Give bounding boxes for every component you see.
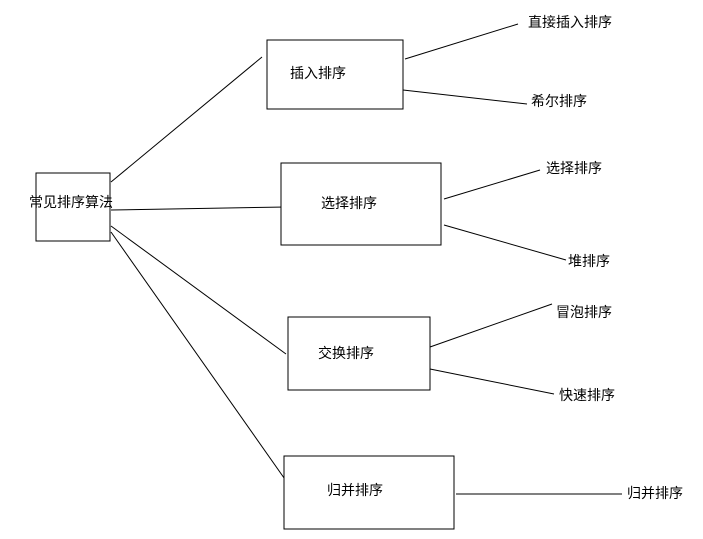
edge-root-to-category-exchange bbox=[110, 225, 287, 355]
edge-root-to-category-merge bbox=[110, 231, 290, 486]
edge-selection-to-heap bbox=[443, 224, 567, 261]
category-node-exchange bbox=[287, 316, 431, 391]
edge-exchange-to-bubble bbox=[429, 303, 553, 348]
leaf-label-bubble: 冒泡排序 bbox=[556, 305, 612, 321]
category-label-merge: 归并排序 bbox=[327, 482, 383, 499]
edge-root-to-category-selection bbox=[110, 206, 287, 211]
edge-exchange-to-quick bbox=[429, 368, 555, 395]
edge-selection-to-selection bbox=[443, 169, 541, 200]
category-node-insertion bbox=[266, 39, 404, 110]
leaf-label-shell: 希尔排序 bbox=[531, 94, 587, 110]
edge-insertion-to-shell bbox=[402, 89, 528, 105]
category-label-selection: 选择排序 bbox=[321, 196, 377, 212]
category-label-insertion: 插入排序 bbox=[290, 66, 346, 82]
category-label-exchange: 交换排序 bbox=[318, 345, 374, 362]
leaf-label-quick: 快速排序 bbox=[559, 388, 615, 404]
edge-root-to-category-insertion bbox=[110, 56, 263, 183]
edge-insertion-to-straight-insertion bbox=[404, 23, 519, 60]
root-node-box bbox=[35, 172, 111, 242]
category-node-merge bbox=[283, 455, 455, 530]
root-node-label: 常见排序算法 bbox=[29, 195, 113, 211]
leaf-label-merge: 归并排序 bbox=[627, 485, 683, 502]
category-node-selection bbox=[280, 162, 442, 246]
leaf-label-straight-insertion: 直接插入排序 bbox=[528, 14, 612, 31]
leaf-label-selection: 选择排序 bbox=[546, 161, 602, 177]
leaf-label-heap: 堆排序 bbox=[568, 254, 610, 270]
